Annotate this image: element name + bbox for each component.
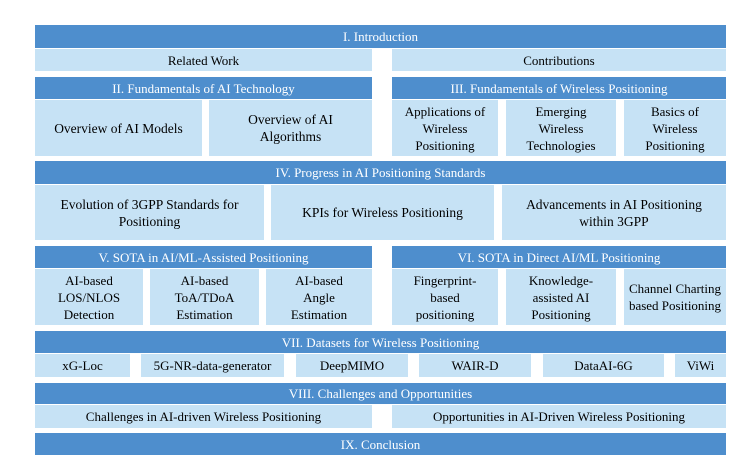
dataset-wair-d-label: WAIR-D xyxy=(451,358,499,373)
knowledge-assisted-label: Knowledge-assisted AI Positioning xyxy=(528,272,594,322)
section-challenges-title: VIII. Challenges and Opportunities xyxy=(288,386,473,401)
los-nlos-box: AI-based LOS/NLOS Detection xyxy=(35,269,143,325)
kpis-label: KPIs for Wireless Positioning xyxy=(302,205,463,220)
dataset-wair-d: WAIR-D xyxy=(419,354,531,377)
emerging-tech-label: Emerging Wireless Technologies xyxy=(526,103,596,153)
dataset-viwi: ViWi xyxy=(675,354,726,377)
evolution-3gpp-label: Evolution of 3GPP Standards for Position… xyxy=(60,196,239,229)
section-progress-header: IV. Progress in AI Positioning Standards xyxy=(35,161,726,184)
section-direct-title: VI. SOTA in Direct AI/ML Positioning xyxy=(457,249,661,265)
fingerprint-box: Fingerprint-based positioning xyxy=(392,269,498,325)
section-direct-header: VI. SOTA in Direct AI/ML Positioning xyxy=(392,246,726,268)
section-datasets-header: VII. Datasets for Wireless Positioning xyxy=(35,331,726,353)
contributions-box: Contributions xyxy=(392,49,726,71)
channel-charting-box: Channel Charting based Positioning xyxy=(624,269,726,325)
ai-algorithms-box: Overview of AI Algorithms xyxy=(209,100,372,156)
ai-algorithms-label: Overview of AI Algorithms xyxy=(248,112,333,144)
advancements-box: Advancements in AI Positioning within 3G… xyxy=(502,185,726,240)
section-conclusion-title: IX. Conclusion xyxy=(340,436,421,452)
section-fundamentals-wp-header: III. Fundamentals of Wireless Positionin… xyxy=(392,77,726,99)
angle-label: AI-based Angle Estimation xyxy=(290,272,348,322)
dataset-dataai-6g: DataAI-6G xyxy=(543,354,664,377)
ai-models-label: Overview of AI Models xyxy=(54,120,183,136)
dataset-deepmimo-label: DeepMIMO xyxy=(319,358,385,373)
section-datasets-title: VII. Datasets for Wireless Positioning xyxy=(281,334,480,350)
ai-models-box: Overview of AI Models xyxy=(35,100,202,156)
related-work-box: Related Work xyxy=(35,49,372,71)
section-challenges-header: VIII. Challenges and Opportunities xyxy=(35,383,726,404)
evolution-3gpp-box: Evolution of 3GPP Standards for Position… xyxy=(35,185,264,240)
section-assisted-title: V. SOTA in AI/ML-Assisted Positioning xyxy=(98,249,309,265)
toa-tdoa-box: AI-based ToA/TDoA Estimation xyxy=(150,269,259,325)
dataset-xg-loc: xG-Loc xyxy=(35,354,130,377)
challenges-box: Challenges in AI-driven Wireless Positio… xyxy=(35,405,372,428)
kpis-box: KPIs for Wireless Positioning xyxy=(271,185,494,240)
section-conclusion-header: IX. Conclusion xyxy=(35,433,726,455)
section-introduction-title: I. Introduction xyxy=(342,29,419,44)
angle-box: AI-based Angle Estimation xyxy=(266,269,372,325)
section-fundamentals-ai-header: II. Fundamentals of AI Technology xyxy=(35,77,372,99)
dataset-viwi-label: ViWi xyxy=(686,358,715,373)
section-introduction-header: I. Introduction xyxy=(35,25,726,48)
emerging-tech-box: Emerging Wireless Technologies xyxy=(506,100,616,156)
related-work-label: Related Work xyxy=(167,52,240,68)
dataset-5g-nr-data-generator-label: 5G-NR-data-generator xyxy=(153,358,272,373)
toa-tdoa-label: AI-based ToA/TDoA Estimation xyxy=(174,272,235,322)
challenges-label: Challenges in AI-driven Wireless Positio… xyxy=(85,409,322,424)
basics-box: Basics of Wireless Positioning xyxy=(624,100,726,156)
knowledge-assisted-box: Knowledge-assisted AI Positioning xyxy=(506,269,616,325)
opportunities-label: Opportunities in AI-Driven Wireless Posi… xyxy=(433,409,685,424)
applications-box: Applications of Wireless Positioning xyxy=(392,100,498,156)
dataset-dataai-6g-label: DataAI-6G xyxy=(574,358,633,373)
contributions-label: Contributions xyxy=(523,52,595,68)
fingerprint-label: Fingerprint-based positioning xyxy=(413,272,477,322)
section-fundamentals-ai-title: II. Fundamentals of AI Technology xyxy=(112,80,295,96)
dataset-deepmimo: DeepMIMO xyxy=(296,354,408,377)
los-nlos-label: AI-based LOS/NLOS Detection xyxy=(57,272,121,322)
opportunities-box: Opportunities in AI-Driven Wireless Posi… xyxy=(392,405,726,428)
dataset-xg-loc-label: xG-Loc xyxy=(62,358,103,373)
section-assisted-header: V. SOTA in AI/ML-Assisted Positioning xyxy=(35,246,372,268)
advancements-label: Advancements in AI Positioning within 3G… xyxy=(526,196,702,229)
section-fundamentals-wp-title: III. Fundamentals of Wireless Positionin… xyxy=(450,80,668,96)
channel-charting-label: Channel Charting based Positioning xyxy=(628,281,722,313)
dataset-5g-nr-data-generator: 5G-NR-data-generator xyxy=(141,354,284,377)
basics-label: Basics of Wireless Positioning xyxy=(645,103,705,153)
section-progress-title: IV. Progress in AI Positioning Standards xyxy=(275,165,486,180)
applications-label: Applications of Wireless Positioning xyxy=(404,103,486,153)
